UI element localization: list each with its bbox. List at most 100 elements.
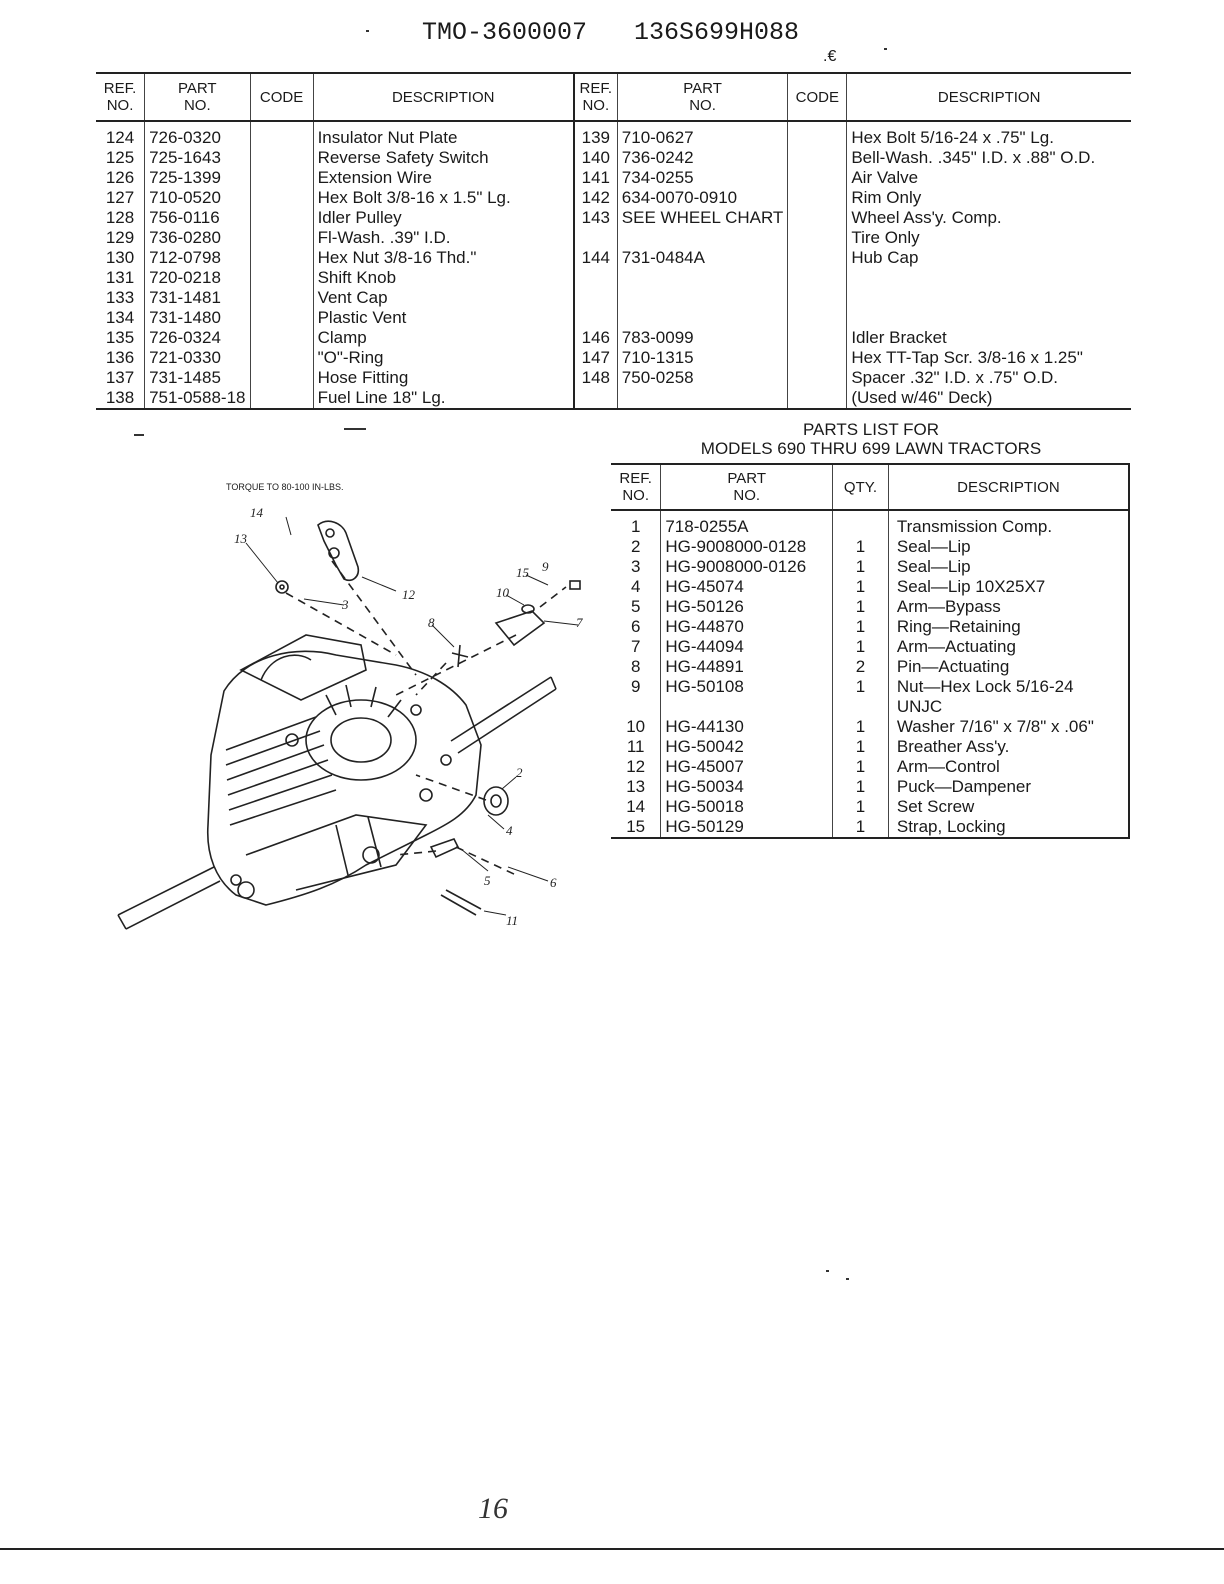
ref-no-cell: 136 (105, 348, 135, 367)
part-no-cell: HG-50018 (660, 797, 833, 817)
part-no-cell (616, 228, 788, 248)
ref-no-cell: 128 (105, 208, 135, 227)
part-no-cell: HG-44094 (660, 637, 833, 657)
part-no-cell: 731-0484A (616, 248, 788, 268)
description-header: DESCRIPTION (887, 464, 1129, 510)
ref-no-cell: 139 (572, 121, 618, 148)
code-cell (787, 348, 847, 368)
description-cell: UNJC (887, 697, 1129, 717)
part-no-cell: 736-0280 (144, 228, 250, 248)
description-cell: Plastic Vent (312, 308, 574, 328)
code-cell (249, 228, 314, 248)
qty-cell: 1 (832, 537, 889, 557)
part-no-cell (616, 388, 788, 409)
part-no-cell: 634-0070-0910 (616, 188, 788, 208)
ref-no-cell: 146 (572, 328, 618, 348)
part-no-cell: HG-50108 (660, 677, 833, 697)
code-cell (787, 188, 847, 208)
part-no-cell: HG-50042 (660, 737, 833, 757)
description-cell: Seal—Lip 10X25X7 (887, 577, 1129, 597)
parts-list-title: PARTS LIST FOR MODELS 690 THRU 699 LAWN … (612, 420, 1130, 458)
part-no-cell (660, 697, 833, 717)
torque-note: TORQUE TO 80-100 IN-LBS. (226, 482, 344, 492)
description-header: DESCRIPTION (312, 73, 574, 121)
qty-cell: 1 (832, 637, 889, 657)
qty-cell: 1 (832, 677, 889, 697)
ref-no-cell: 142 (572, 188, 618, 208)
part-no-cell: HG-44891 (660, 657, 833, 677)
scan-speck (344, 428, 366, 430)
description-cell: Breather Ass'y. (887, 737, 1129, 757)
scan-speck (366, 30, 369, 32)
ref-no-cell: 5 (630, 597, 641, 616)
callout-13: 13 (234, 531, 248, 546)
qty-cell: 1 (832, 557, 889, 577)
ref-no-cell: 138 (105, 388, 135, 407)
code-cell (787, 168, 847, 188)
qty-header: QTY. (832, 464, 889, 510)
description-cell: Hex Bolt 5/16-24 x .75" Lg. (846, 121, 1131, 148)
code-cell (249, 328, 314, 348)
part-no-cell: 726-0324 (144, 328, 250, 348)
part-no-cell: 751-0588-18 (144, 388, 250, 409)
part-no-cell: 731-1481 (144, 288, 250, 308)
qty-cell: 1 (832, 617, 889, 637)
description-cell: Transmission Comp. (887, 510, 1129, 537)
part-no-cell: 718-0255A (660, 510, 833, 537)
callout-14: 14 (250, 505, 264, 520)
ref-no-cell: 125 (105, 148, 135, 167)
ref-no-cell (572, 288, 618, 308)
model-number: 136S699H088 (634, 18, 800, 47)
callout-6: 6 (550, 875, 557, 890)
description-cell: Wheel Ass'y. Comp. (846, 208, 1131, 228)
code-cell (787, 328, 847, 348)
code-cell (787, 388, 847, 409)
ref-no-cell: 130 (105, 248, 135, 267)
ref-no-cell: 1 (630, 517, 641, 536)
description-cell: Reverse Safety Switch (312, 148, 574, 168)
callout-11: 11 (506, 913, 518, 928)
code-cell (787, 308, 847, 328)
part-no-cell: 710-1315 (616, 348, 788, 368)
description-cell: Bell-Wash. .345" I.D. x .88" O.D. (846, 148, 1131, 168)
part-no-cell: 710-0627 (616, 121, 788, 148)
ref-no-cell: 147 (572, 348, 618, 368)
description-header: DESCRIPTION (846, 73, 1131, 121)
qty-cell: 2 (832, 657, 889, 677)
ref-no-cell: 6 (630, 617, 641, 636)
ref-no-cell: 140 (572, 148, 618, 168)
part-no-cell: HG-9008000-0126 (660, 557, 833, 577)
document-code: TMO-3600007 (422, 18, 588, 47)
transmission-exploded-diagram: 14 13 12 3 15 9 10 8 7 2 4 5 6 11 (117, 505, 583, 930)
part-no-cell: 734-0255 (616, 168, 788, 188)
callout-4: 4 (506, 823, 513, 838)
ref-no-cell: 2 (630, 537, 641, 556)
ref-no-cell: 15 (626, 817, 646, 836)
ref-no-cell: 141 (572, 168, 618, 188)
qty-cell (832, 697, 889, 717)
part-no-cell: HG-45007 (660, 757, 833, 777)
description-cell: Clamp (312, 328, 574, 348)
description-cell: Extension Wire (312, 168, 574, 188)
description-cell: Nut—Hex Lock 5/16-24 (887, 677, 1129, 697)
ref-no-cell: 11 (626, 737, 645, 756)
ref-no-cell: 135 (105, 328, 135, 347)
code-cell (249, 288, 314, 308)
part-no-cell (616, 288, 788, 308)
